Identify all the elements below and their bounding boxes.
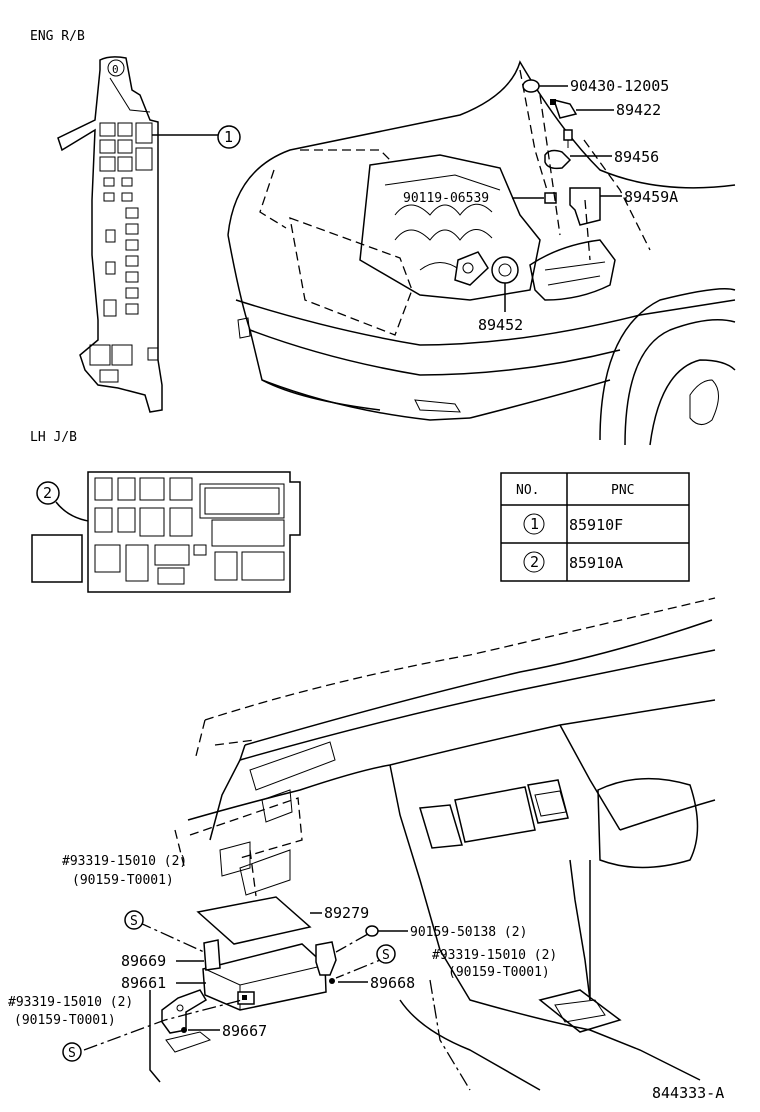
lh-junction-block: LH J/B 2 <box>30 430 301 593</box>
part-label-90430-12005: 90430-12005 <box>570 77 669 95</box>
dashboard-illustration <box>149 597 716 1091</box>
part-label-89422: 89422 <box>616 101 661 119</box>
part-label-90159-50138: 90159-50138 (2) <box>410 925 527 940</box>
table-row-1-no: 1 <box>530 515 539 533</box>
screw-label-3: #93319-15010 (2) <box>8 995 133 1010</box>
part-label-89668: 89668 <box>370 974 415 992</box>
section-label-lh-jb: LH J/B <box>30 430 77 445</box>
part-label-89456: 89456 <box>614 148 659 166</box>
engine-bay-illustration: 89452 90430-12005 89422 89456 90119-0653… <box>227 60 736 446</box>
callout-circle-1 <box>217 125 241 149</box>
part-label-89669: 89669 <box>121 952 166 970</box>
screw-label-2: #93319-15010 (2) <box>432 948 557 963</box>
svg-text:0: 0 <box>112 63 119 76</box>
screw-sublabel-1: (90159-T0001) <box>72 873 174 888</box>
table-header-pnc: PNC <box>611 483 634 498</box>
part-label-89667: 89667 <box>222 1022 267 1040</box>
screw-sublabel-2: (90159-T0001) <box>448 965 550 980</box>
table-row-2-no: 2 <box>530 553 539 571</box>
table-header-no: NO. <box>516 483 539 498</box>
part-label-89661: 89661 <box>121 974 166 992</box>
part-label-89452: 89452 <box>478 316 523 334</box>
part-label-89459A: 89459A <box>624 188 678 206</box>
table-row-2-pnc: 85910A <box>569 554 623 572</box>
callout-number-2: 2 <box>43 484 52 502</box>
section-label-eng-rb: ENG R/B <box>30 29 85 44</box>
ecu-assembly: 89279 89669 89661 89668 89667 <box>8 849 557 1062</box>
part-label-90119-06539: 90119-06539 <box>403 191 489 206</box>
screw-sublabel-3: (90159-T0001) <box>14 1013 116 1028</box>
screw-symbol-2: S <box>382 948 390 963</box>
screw-symbol-3: S <box>68 1046 76 1061</box>
engine-relay-block: ENG R/B 0 1 <box>30 29 241 413</box>
callout-circle-2 <box>36 481 60 505</box>
pnc-table: NO. PNC 1 85910F 2 85910A <box>500 472 690 582</box>
screw-symbol-1: S <box>130 914 138 929</box>
screw-label-1: #93319-15010 (2) <box>62 854 187 869</box>
callout-number-1: 1 <box>224 128 233 146</box>
figure-id: 844333-A <box>652 1084 724 1102</box>
table-row-1-pnc: 85910F <box>569 516 623 534</box>
part-label-89279: 89279 <box>324 904 369 922</box>
